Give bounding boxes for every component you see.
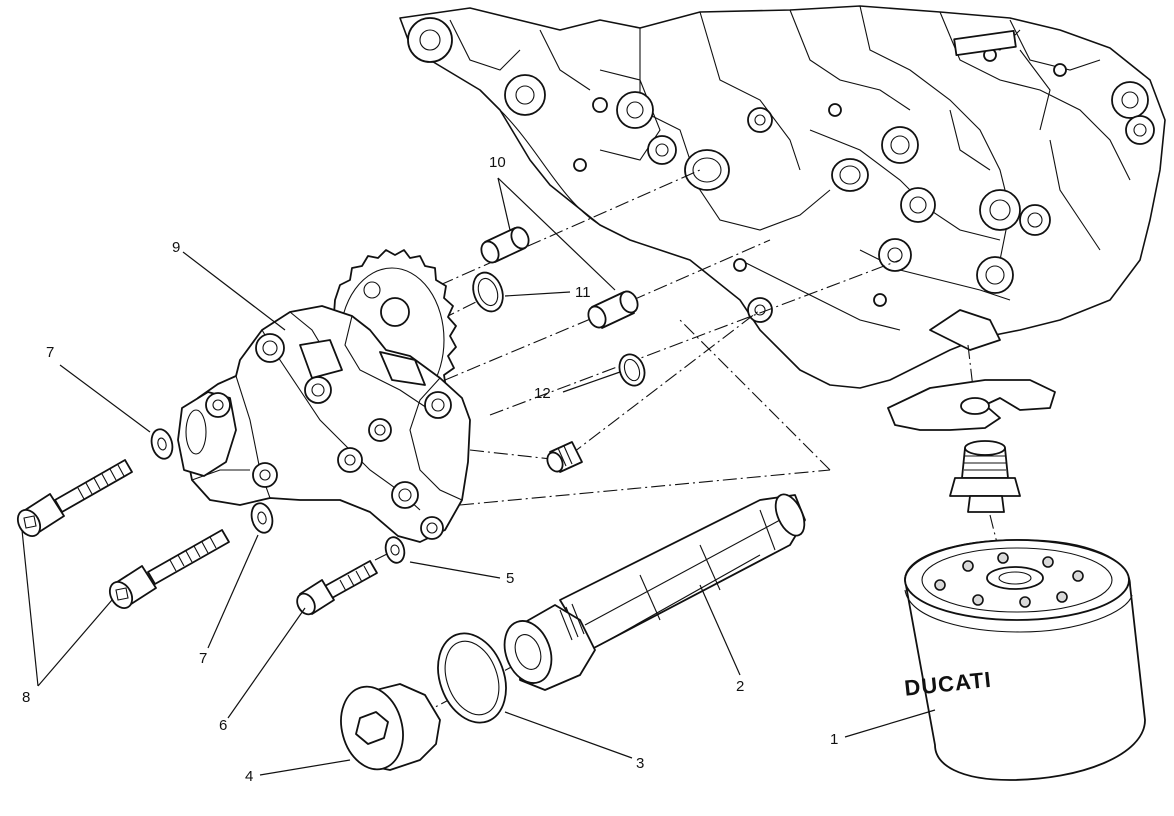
oil-pump-assembly xyxy=(177,249,471,543)
dowel-bushing-upper xyxy=(480,226,530,264)
callout-4: 4 xyxy=(245,768,253,785)
callout-7-lower: 7 xyxy=(199,650,207,667)
screw-long-lower xyxy=(108,529,230,610)
small-threaded-insert xyxy=(546,441,583,473)
filter-bracket xyxy=(887,379,1056,431)
oil-filter: DUCATI xyxy=(903,539,1146,781)
callout-12: 12 xyxy=(534,385,551,402)
callout-5: 5 xyxy=(506,570,514,587)
drain-plug xyxy=(340,683,441,771)
callout-1: 1 xyxy=(830,731,838,748)
filter-nipple xyxy=(949,440,1021,513)
o-ring-11 xyxy=(472,271,504,313)
callout-11: 11 xyxy=(575,284,591,301)
washer-upper xyxy=(150,428,174,460)
washer-5 xyxy=(384,536,406,564)
callout-3: 3 xyxy=(636,755,644,772)
callout-leaders xyxy=(21,177,936,776)
screw-long-upper xyxy=(16,459,133,538)
o-ring-3 xyxy=(437,632,507,724)
dowel-bushing-lower xyxy=(587,290,639,329)
callout-labels: 1 2 3 4 5 6 7 7 8 9 10 11 12 xyxy=(22,154,838,785)
oil-filter-screen xyxy=(503,493,806,691)
callout-10: 10 xyxy=(489,154,506,171)
o-ring-12 xyxy=(618,353,646,387)
callout-9: 9 xyxy=(172,239,180,256)
screw-short xyxy=(296,560,378,616)
washer-lower xyxy=(250,502,274,534)
callout-7-upper: 7 xyxy=(46,344,54,361)
callout-6: 6 xyxy=(219,717,227,734)
callout-8: 8 xyxy=(22,689,30,706)
callout-2: 2 xyxy=(736,678,744,695)
engine-crankcase xyxy=(399,5,1166,389)
